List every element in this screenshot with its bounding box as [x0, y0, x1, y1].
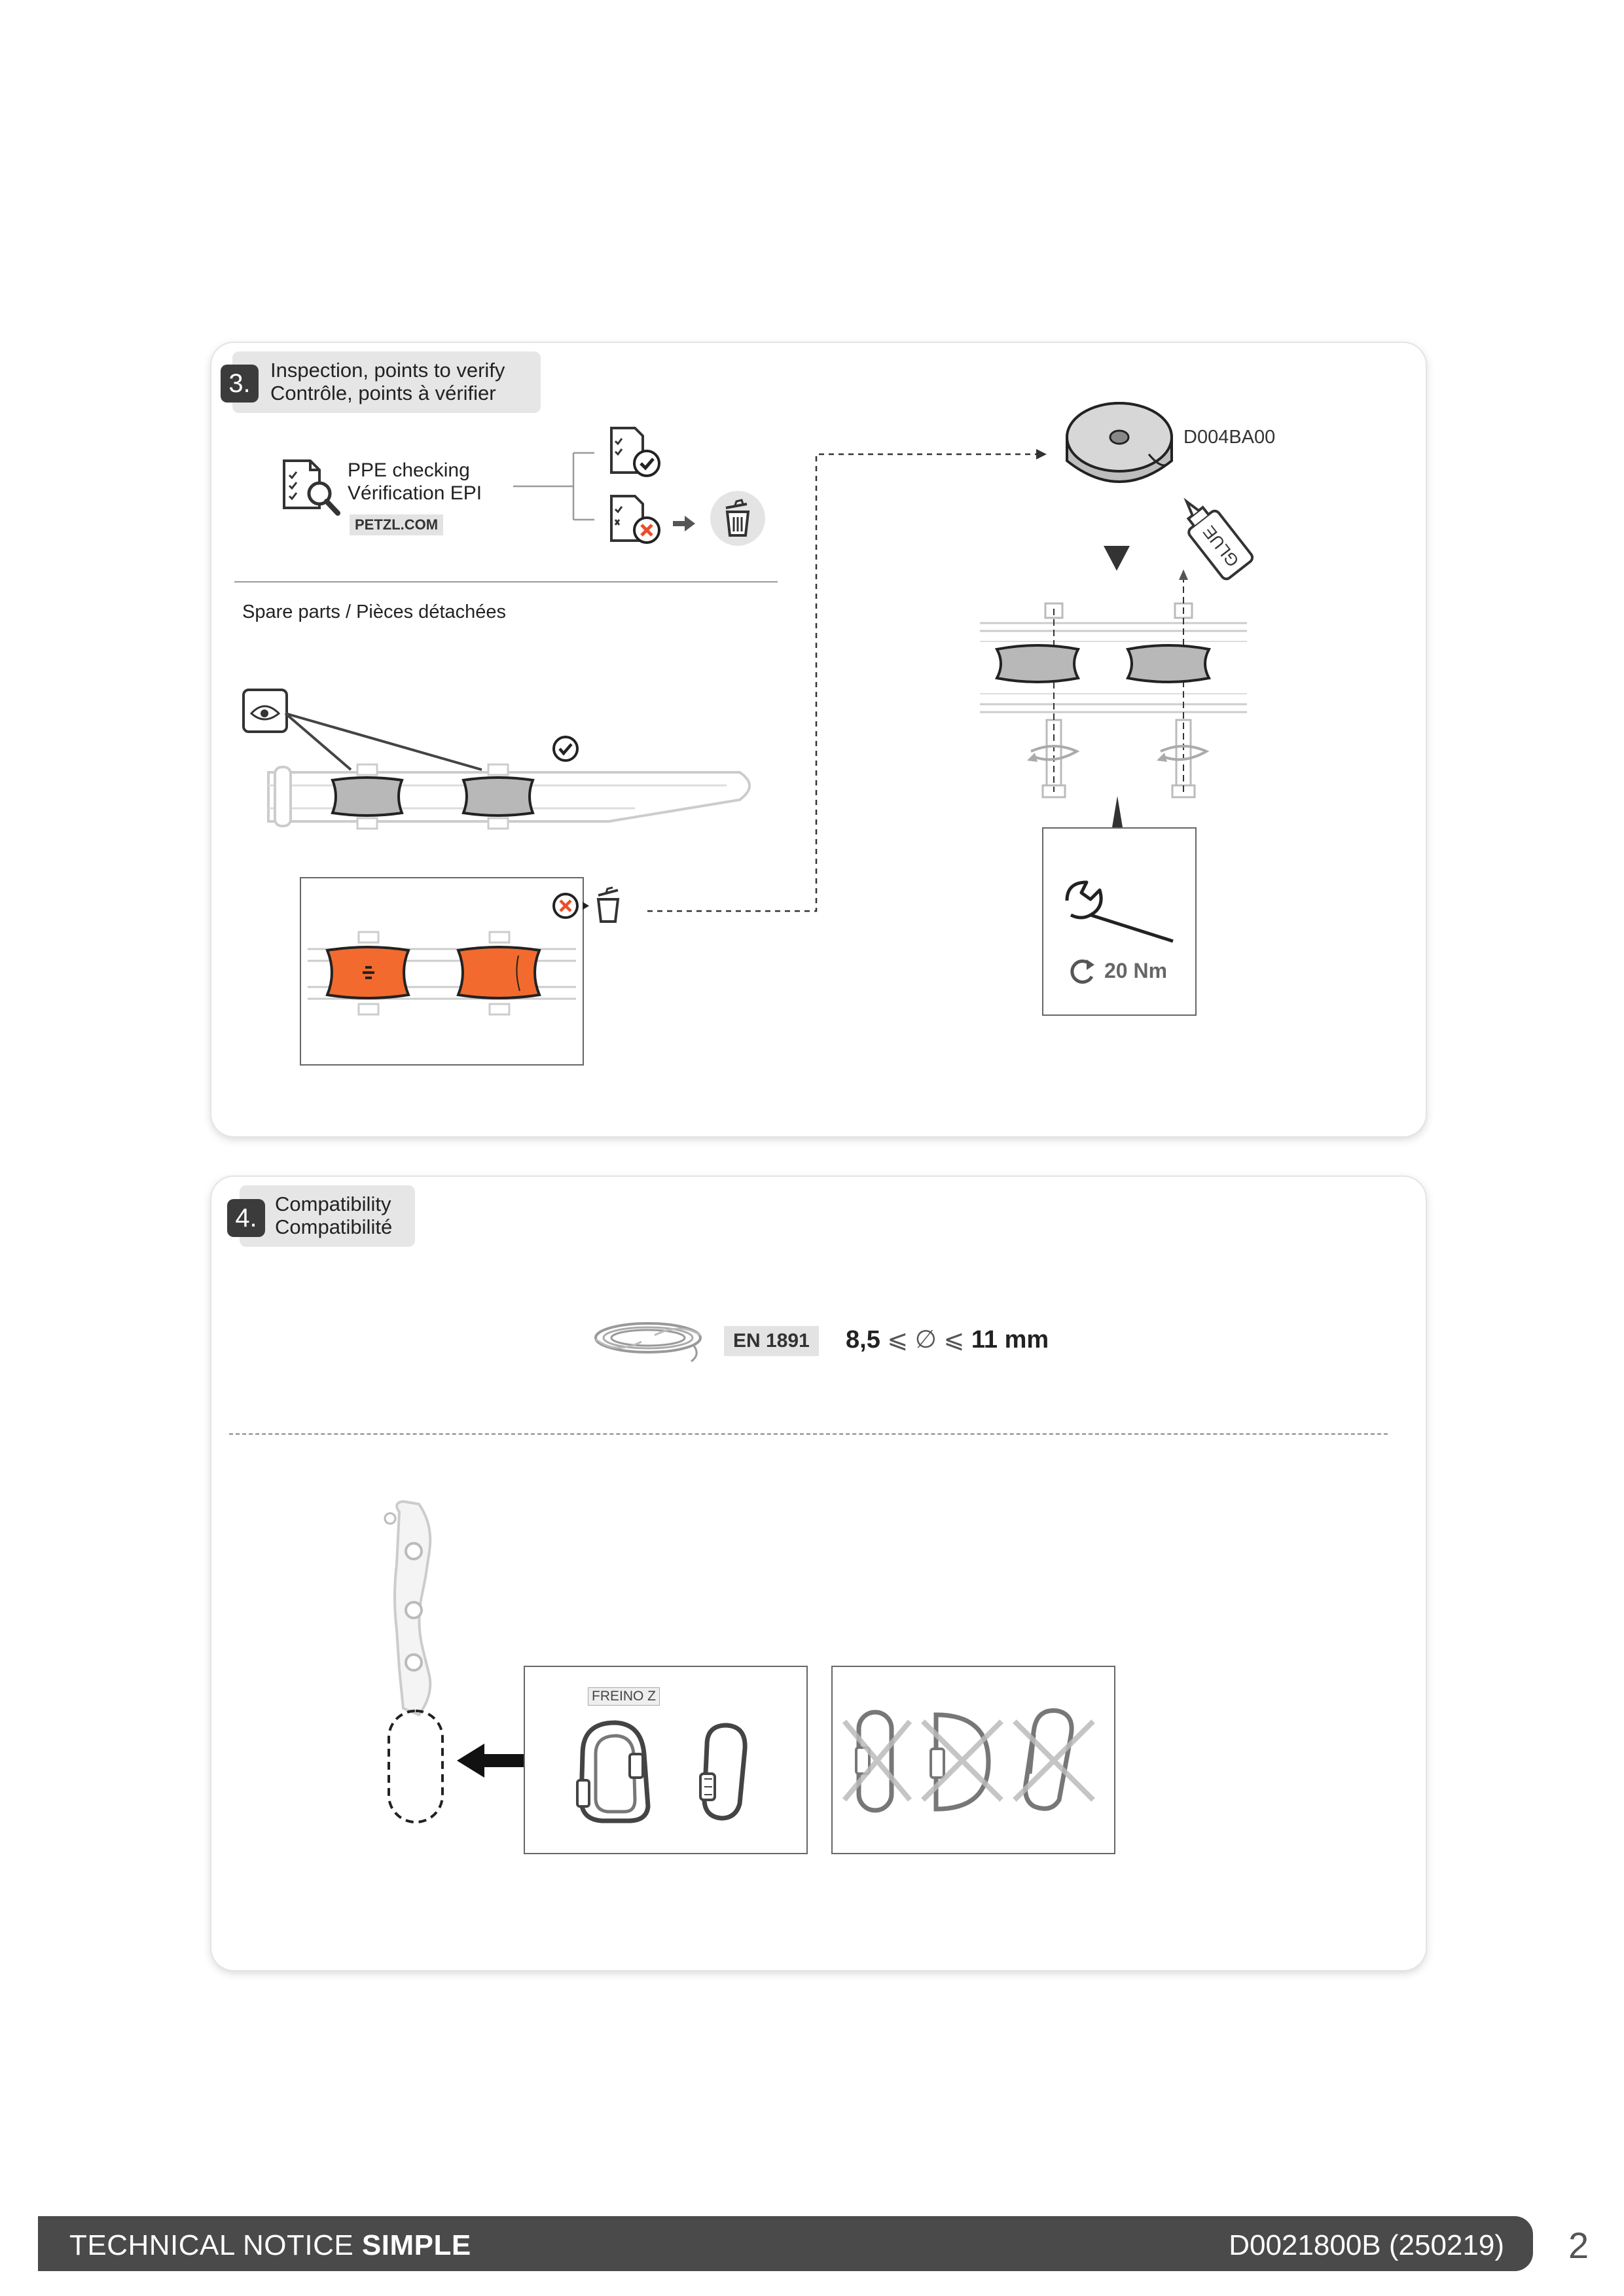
worn-sheaves-box — [300, 877, 584, 1066]
footer-title: TECHNICAL NOTICE SIMPLE — [69, 2229, 471, 2262]
checklist-magnifier-icon — [283, 459, 340, 516]
down-arrow-icon — [1104, 546, 1130, 571]
section-4-title-en: Compatibility — [275, 1193, 391, 1215]
pulley-side-view — [242, 689, 751, 830]
rope-coil-icon — [594, 1322, 702, 1363]
torque-box — [1042, 827, 1197, 1016]
callout-pointer — [1112, 796, 1123, 827]
freino-z-carabiner-icon — [576, 1720, 651, 1823]
diameter-min: 8,5 — [846, 1326, 880, 1354]
keylock-carabiner-icon — [1023, 1708, 1074, 1811]
standard-badge: EN 1891 — [724, 1326, 819, 1356]
worn-sheaves-illustration — [308, 931, 576, 1016]
diameter-max: 11 mm — [971, 1326, 1049, 1354]
section-3-number: 3. — [221, 365, 259, 403]
glue-bottle-icon: GLUE — [1183, 497, 1254, 581]
footer-bar: TECHNICAL NOTICE SIMPLE D0021800B (25021… — [38, 2216, 1533, 2271]
website-badge[interactable]: PETZL.COM — [350, 514, 444, 535]
ppe-checking-en: PPE checking — [348, 459, 470, 481]
replacement-dashed-connector — [647, 449, 1047, 912]
footer-doc-code: D0021800B (250219) — [1229, 2229, 1504, 2261]
compatible-carabiners-box — [524, 1666, 808, 1854]
d-carabiner-icon — [929, 1712, 991, 1812]
spare-parts-label: Spare parts / Pièces détachées — [242, 601, 507, 622]
incompatible-carabiners-box — [831, 1666, 1115, 1854]
left-arrow-icon — [457, 1744, 524, 1778]
rotate-cw-icon — [1070, 959, 1094, 984]
discard-bin-icon — [710, 491, 765, 546]
carabiner-model-label: FREINO Z — [588, 1687, 660, 1706]
section-3-divider — [234, 581, 778, 583]
maillon-rapide-icon — [855, 1710, 894, 1813]
section-4-title-fr: Compatibilité — [275, 1215, 393, 1238]
wrench-icon — [1065, 880, 1174, 943]
footer-title-bold: SIMPLE — [361, 2229, 471, 2261]
section-3-tab — [232, 351, 541, 413]
axle-assembly-illustration — [980, 569, 1247, 798]
diameter-symbols: ⩽ ∅ ⩽ — [887, 1326, 965, 1354]
section-3-panel — [211, 343, 1426, 1136]
ppe-decision-tree — [513, 427, 695, 544]
section-4-number: 4. — [227, 1199, 265, 1237]
pass-sheet-icon — [610, 427, 660, 477]
footer-title-regular: TECHNICAL NOTICE — [69, 2229, 362, 2261]
section-4-tab — [240, 1185, 415, 1247]
fail-sheet-icon — [610, 495, 660, 544]
incompatible-carabiners-icon — [842, 1708, 1095, 1813]
page-number: 2 — [1568, 2225, 1589, 2266]
part-number: D004BA00 — [1183, 427, 1276, 448]
replacement-sheave — [1066, 402, 1173, 483]
ppe-checking-fr: Vérification EPI — [348, 482, 482, 504]
section-4-dashed-divider — [229, 1433, 1388, 1435]
section-3-title-fr: Contrôle, points à vérifier — [270, 382, 496, 404]
section-3-title-en: Inspection, points to verify — [270, 359, 505, 382]
inspect-eye-icon — [242, 689, 288, 733]
ok-check-icon — [552, 736, 579, 762]
reject-to-bin-icon — [552, 886, 620, 923]
device-outline — [384, 1499, 444, 1823]
torque-value: 20 Nm — [1104, 959, 1168, 982]
locking-carabiner-icon — [699, 1723, 748, 1821]
diameter-spec: 8,5 ⩽ ∅ ⩽ 11 mm — [846, 1325, 1049, 1354]
